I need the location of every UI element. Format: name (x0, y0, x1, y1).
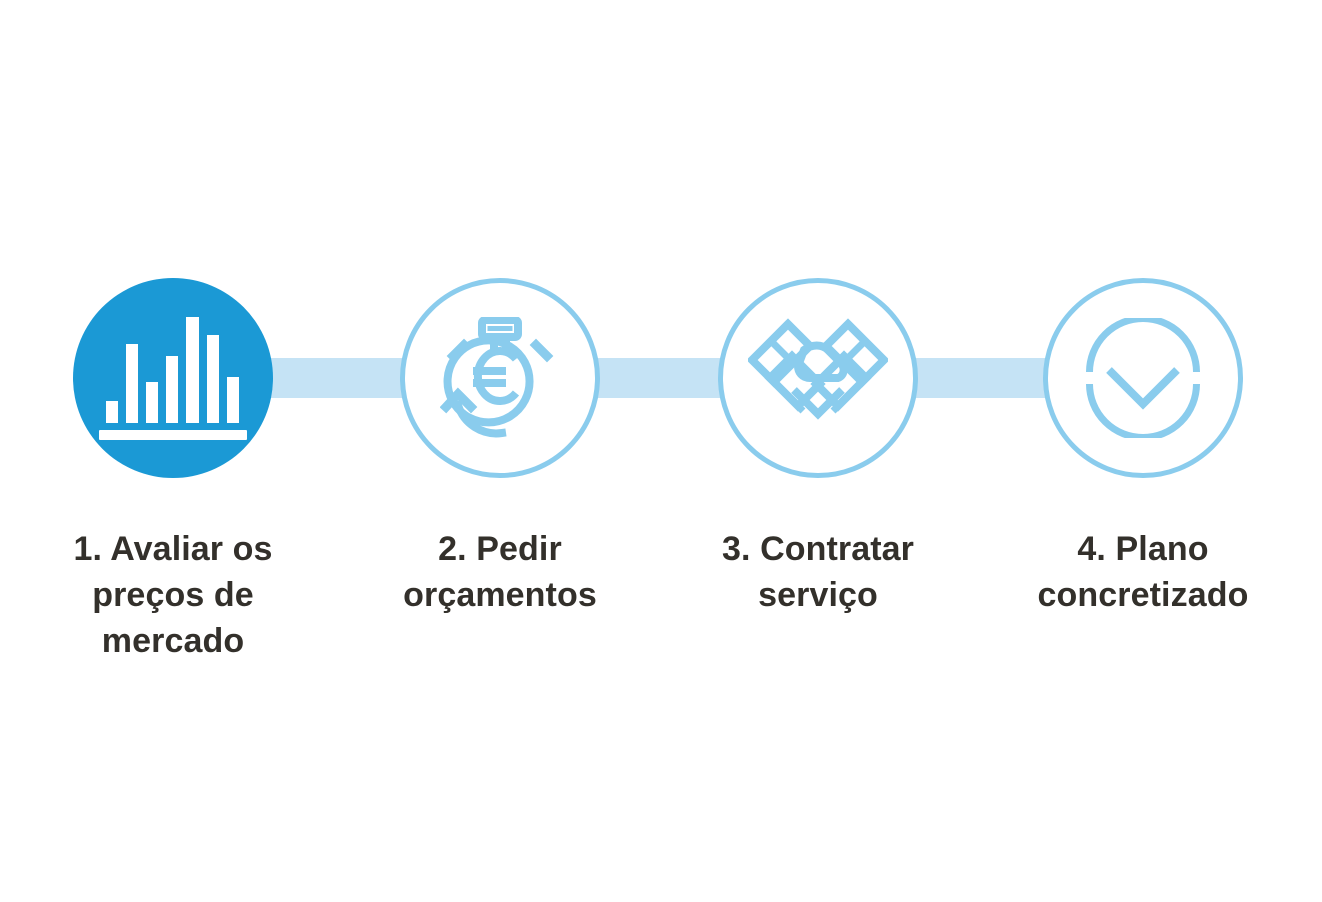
step-3-label: 3. Contratar serviço (721, 530, 915, 615)
process-step-4[interactable]: 4. Plano concretizado (983, 278, 1303, 618)
step-1-circle[interactable] (73, 278, 273, 478)
step-4-circle[interactable] (1043, 278, 1243, 478)
step-3-circle[interactable] (718, 278, 918, 478)
step-4-label: 4. Plano concretizado (1037, 530, 1249, 615)
process-step-3[interactable]: 3. Contratar serviço (658, 278, 978, 618)
bar-chart-icon-overlay (73, 278, 273, 478)
handshake-icon (748, 316, 888, 440)
check-circle-icon (1083, 318, 1203, 438)
step-2-circle[interactable] (400, 278, 600, 478)
process-step-1[interactable]: 1. Avaliar os preços de mercado (13, 278, 333, 665)
process-step-2[interactable]: 2. Pedir orçamentos (340, 278, 660, 618)
stopwatch-euro-icon (440, 317, 560, 439)
step-2-label: 2. Pedir orçamentos (403, 530, 597, 615)
step-1-label: 1. Avaliar os preços de mercado (73, 530, 273, 661)
